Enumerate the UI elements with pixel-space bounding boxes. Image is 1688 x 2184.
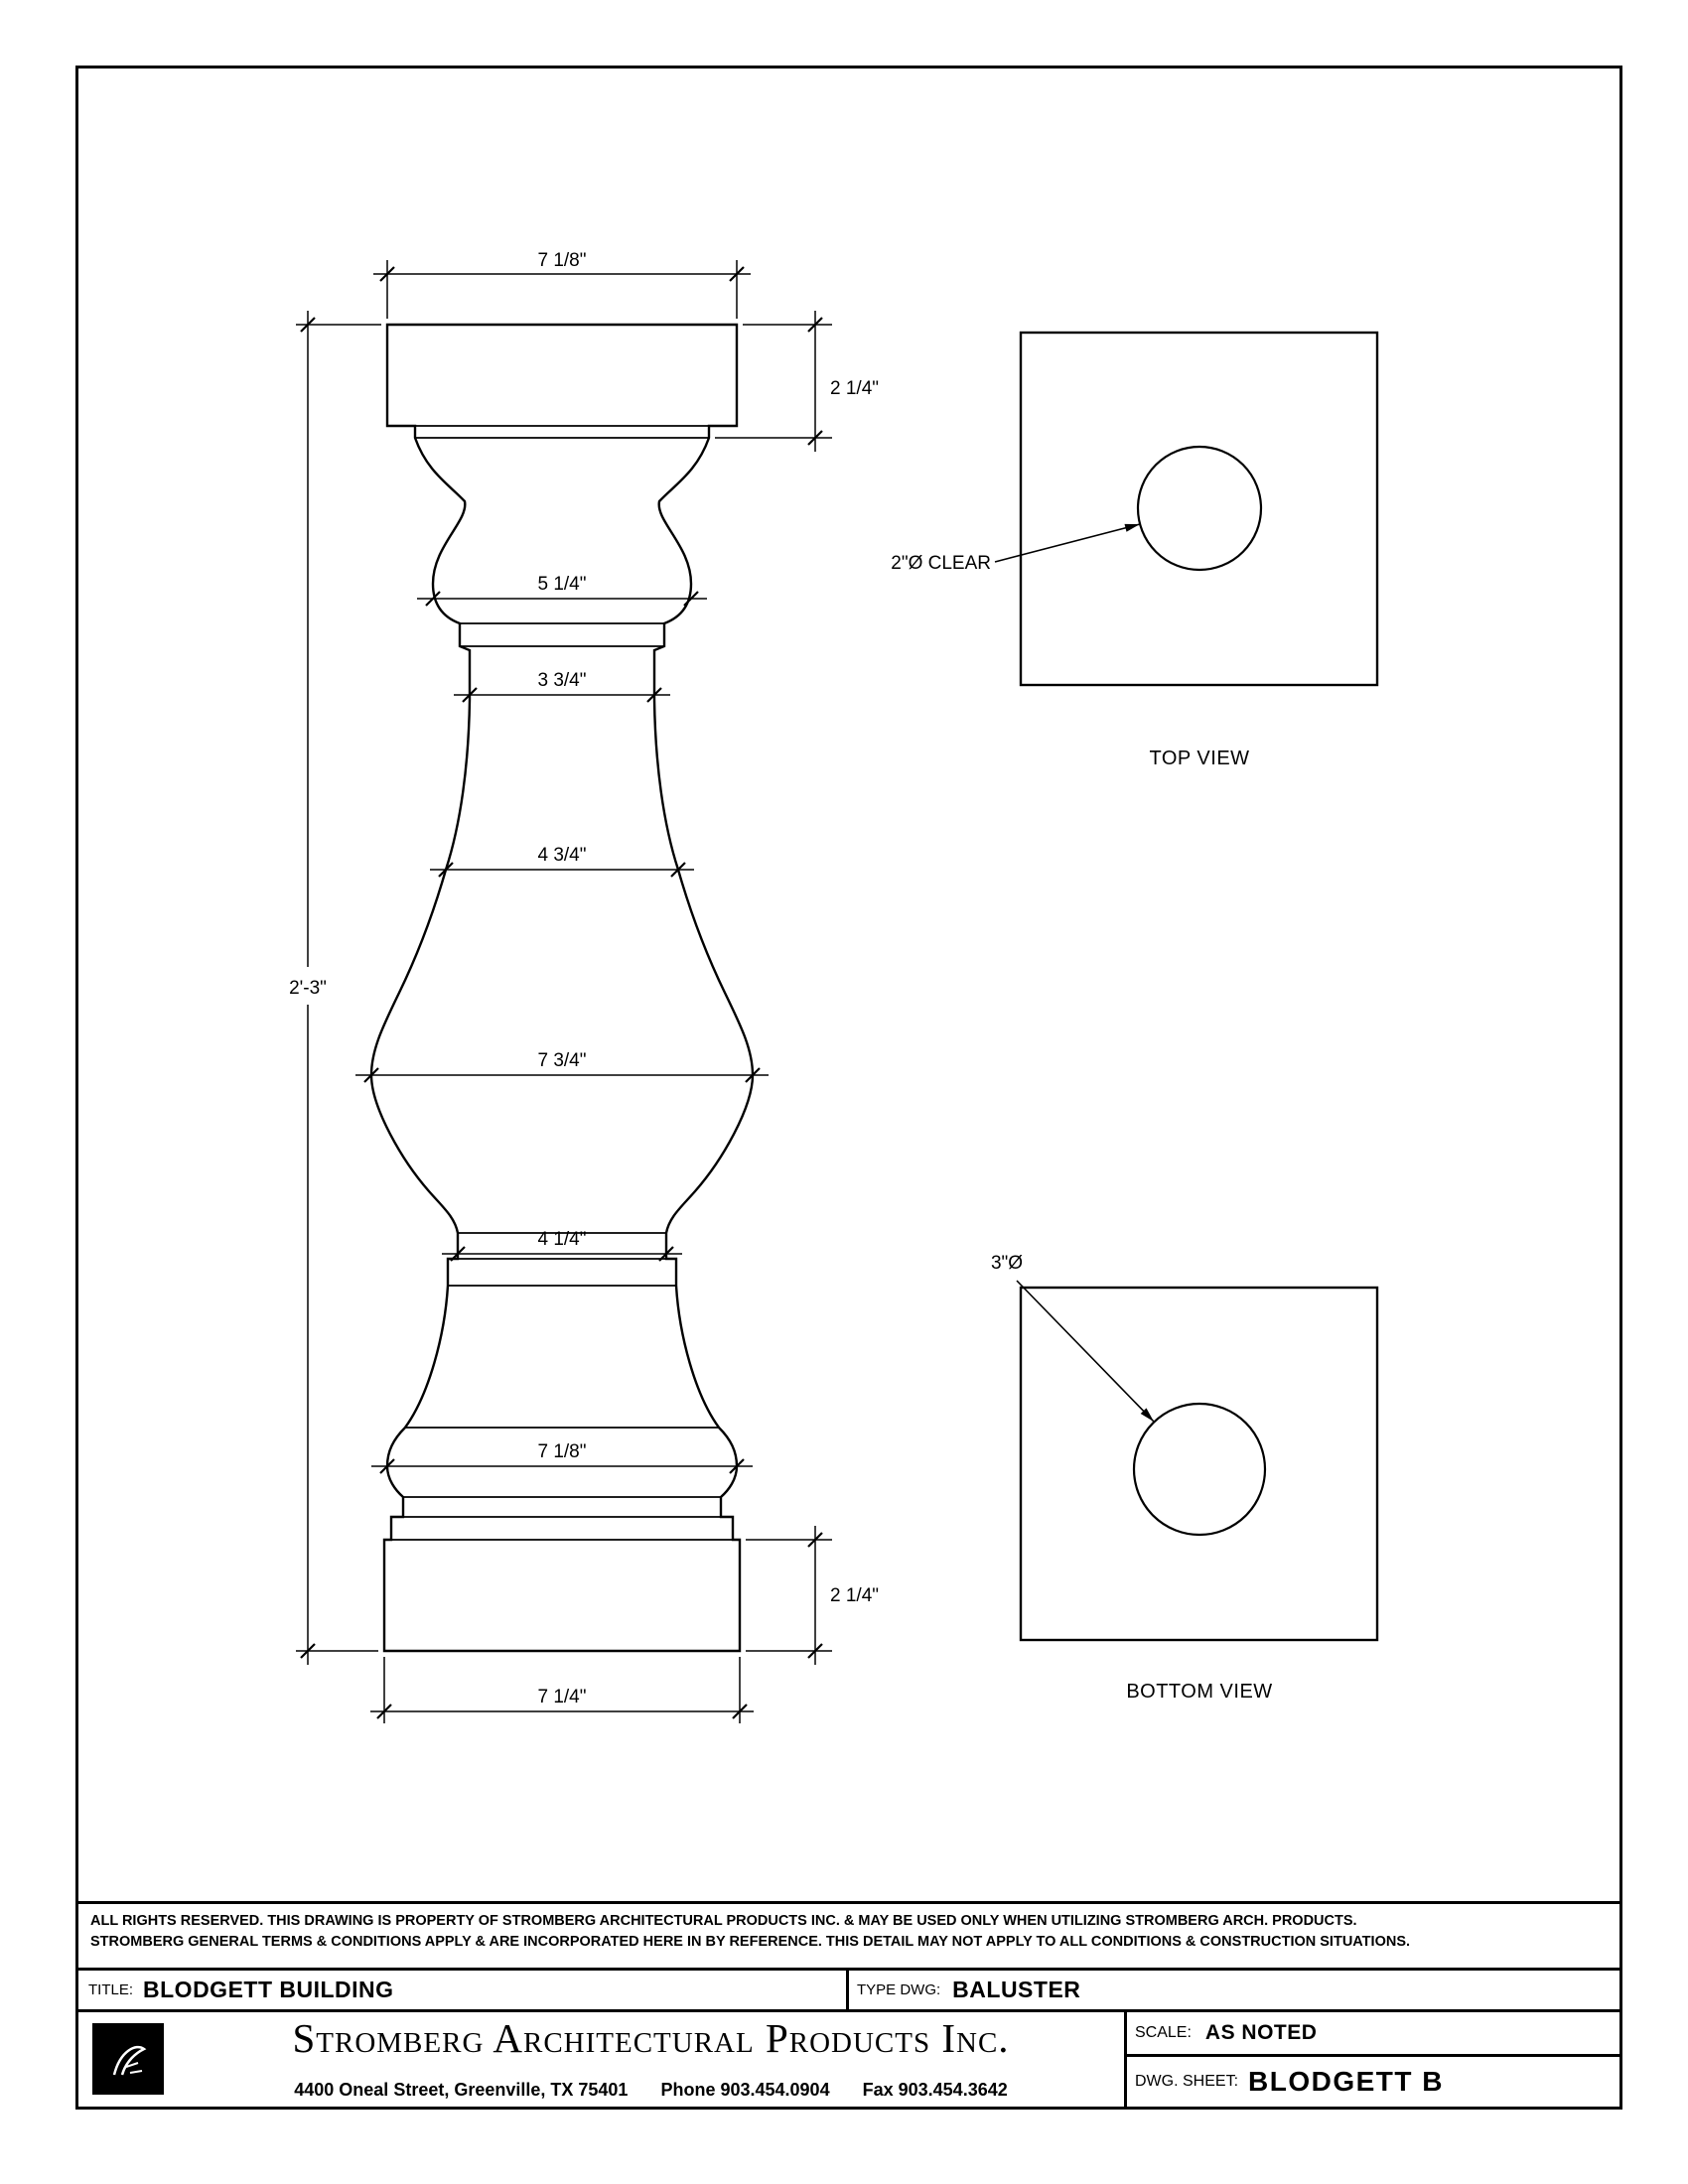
bottom-view-hole: [1132, 1402, 1267, 1537]
company-address: 4400 Oneal Street, Greenville, TX 75401: [294, 2080, 629, 2100]
dwg-sheet-value: BLODGETT B: [1248, 2066, 1445, 2097]
disclaimer-line-1: ALL RIGHTS RESERVED. THIS DRAWING IS PRO…: [90, 1913, 1357, 1929]
tick-marks: [425, 591, 699, 607]
stromberg-logo: [92, 2023, 164, 2095]
dim-label: 3 3/4": [537, 670, 586, 691]
moulding-detail-lines: [384, 425, 740, 1541]
tick-marks: [807, 317, 823, 446]
bottom-view-annotation: 3"Ø: [991, 1253, 1023, 1274]
dimensions: 7 1/8" 2 1/4" 5 1/4" 3 3/4": [274, 250, 879, 1723]
dim-label: 7 3/4": [537, 1050, 586, 1071]
dim-label: 7 1/4": [537, 1687, 586, 1707]
extension-lines: [386, 260, 738, 319]
top-view: 2"Ø CLEAR TOP VIEW: [891, 331, 1379, 769]
leader-arrowhead: [1124, 523, 1140, 532]
title-row: TITLE: BLODGETT BUILDING TYPE DWG: BALUS…: [78, 1971, 1619, 2012]
company-fax: Fax 903.454.3642: [862, 2080, 1008, 2100]
extension-lines: [715, 324, 832, 439]
company-contact: 4400 Oneal Street, Greenville, TX 75401 …: [178, 2080, 1124, 2101]
top-view-caption: TOP VIEW: [1149, 748, 1249, 769]
tick-marks: [379, 266, 745, 282]
dim-top-width: 7 1/8": [373, 250, 751, 319]
dim-label: 2 1/4": [830, 378, 879, 399]
title-cell: TITLE: BLODGETT BUILDING: [78, 1971, 849, 2009]
leader-line: [994, 523, 1141, 563]
top-view-annotation: 2"Ø CLEAR: [891, 553, 991, 574]
dim-label: 7 1/8": [537, 250, 586, 271]
dim-label: 7 1/8": [537, 1441, 586, 1462]
top-view-clear-hole: [1136, 445, 1263, 572]
top-view-square: [1019, 331, 1379, 687]
baluster-elevation: [369, 323, 755, 1653]
disclaimer-line-2: STROMBERG GENERAL TERMS & CONDITIONS APP…: [90, 1934, 1411, 1951]
tick-marks: [363, 1067, 761, 1083]
disclaimer-box: ALL RIGHTS RESERVED. THIS DRAWING IS PRO…: [78, 1901, 1619, 1971]
dwg-sheet-cell: DWG. SHEET: BLODGETT B: [1127, 2057, 1619, 2107]
dim-lower-ring-width: 4 1/4": [442, 1229, 682, 1262]
sheet-border: ALL RIGHTS RESERVED. THIS DRAWING IS PRO…: [75, 66, 1622, 2110]
company-cell: Stromberg Architectural Products Inc. 44…: [78, 2012, 1127, 2107]
label-mask: [274, 967, 342, 1005]
extension-lines: [296, 324, 381, 1652]
dim-overall-height: 2'-3": [274, 311, 381, 1665]
tick-marks: [438, 862, 686, 878]
dim-label: 2'-3": [289, 978, 327, 999]
company-row: Stromberg Architectural Products Inc. 44…: [78, 2012, 1619, 2107]
type-dwg-label: TYPE DWG:: [857, 1981, 941, 1998]
dim-belly-width: 7 3/4": [355, 1050, 769, 1083]
title-label: TITLE:: [88, 1981, 134, 1998]
baluster-outline: [369, 323, 755, 1653]
extension-lines: [746, 1539, 832, 1652]
dim-neck-width: 3 3/4": [454, 670, 670, 703]
scale-value: AS NOTED: [1204, 2021, 1318, 2044]
dim-label: 4 3/4": [537, 845, 586, 866]
dim-base-molding-width: 7 1/8": [371, 1441, 753, 1474]
dim-cap-height: 2 1/4": [715, 311, 879, 452]
company-phone: Phone 903.454.0904: [660, 2080, 830, 2100]
type-dwg-value: BALUSTER: [952, 1977, 1081, 2002]
dim-upper-body-width: 4 3/4": [430, 845, 694, 878]
tick-marks: [807, 1532, 823, 1659]
tick-marks: [450, 1246, 674, 1262]
dim-torus-width: 5 1/4": [417, 574, 707, 607]
type-dwg-cell: TYPE DWG: BALUSTER: [849, 1971, 1619, 2009]
leader-arrowhead: [1140, 1408, 1154, 1422]
dwg-sheet-label: DWG. SHEET:: [1135, 2073, 1239, 2090]
scale-label: SCALE:: [1135, 2024, 1192, 2041]
bottom-view: 3"Ø BOTTOM VIEW: [991, 1253, 1379, 1703]
tick-marks: [376, 1704, 748, 1719]
bottom-view-caption: BOTTOM VIEW: [1126, 1681, 1272, 1703]
dim-label: 2 1/4": [830, 1585, 879, 1606]
dim-label: 4 1/4": [537, 1229, 586, 1250]
bottom-view-square: [1019, 1286, 1379, 1642]
title-value: BLODGETT BUILDING: [143, 1977, 394, 2002]
tick-marks: [300, 317, 316, 1659]
scale-sheet-column: SCALE: AS NOTED DWG. SHEET: BLODGETT B: [1127, 2012, 1619, 2107]
dim-base-height: 2 1/4": [746, 1526, 879, 1665]
company-name: Stromberg Architectural Products Inc.: [292, 2015, 1010, 2061]
tick-marks: [379, 1458, 745, 1474]
dim-label: 5 1/4": [537, 574, 586, 595]
tick-marks: [462, 687, 662, 703]
leader-line: [1016, 1280, 1155, 1423]
dim-bottom-width: 7 1/4": [370, 1657, 754, 1723]
scale-cell: SCALE: AS NOTED: [1127, 2012, 1619, 2057]
